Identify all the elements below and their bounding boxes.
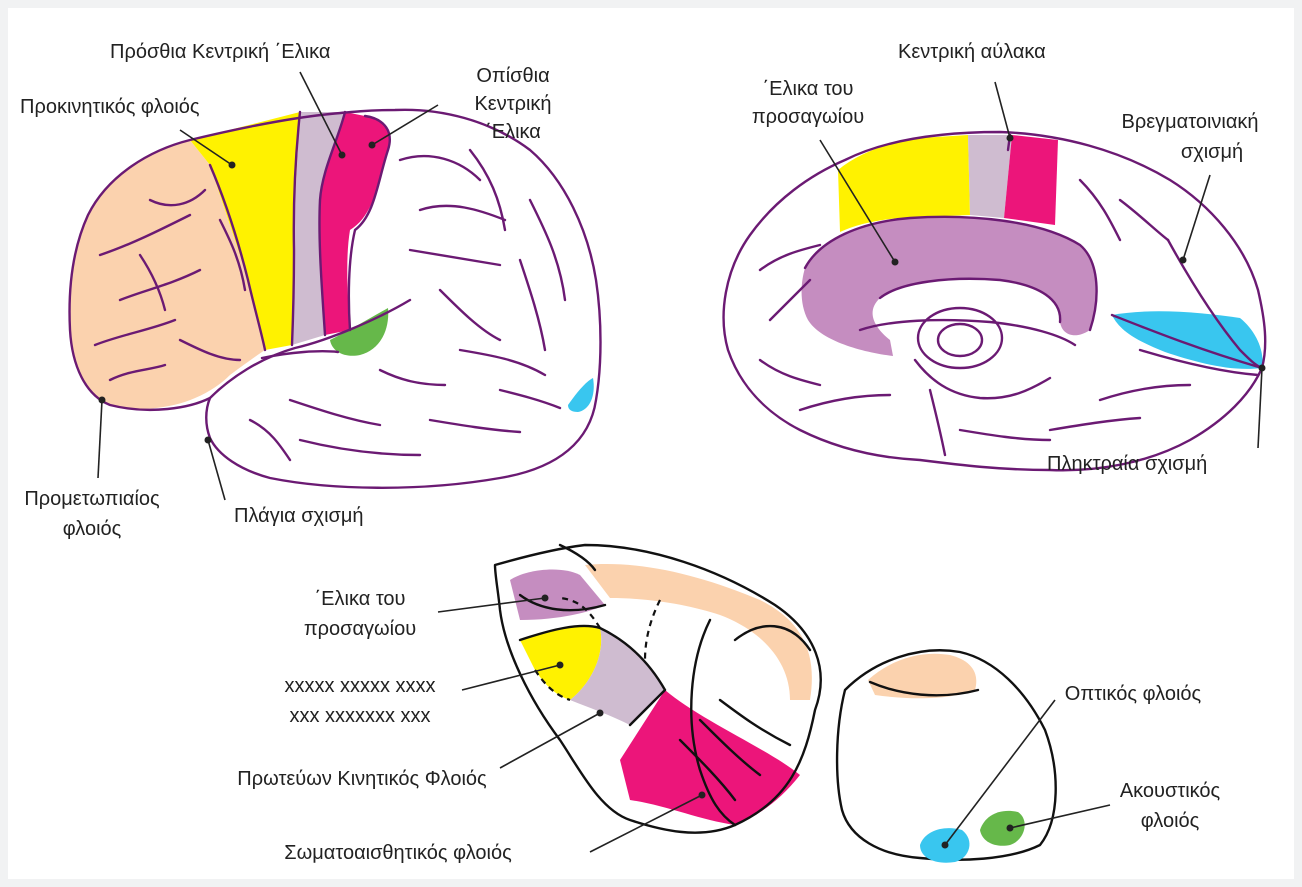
label-postcentral-2: Κεντρική — [474, 93, 551, 115]
label-premotor-cortex: Προκινητικός φλοιός — [20, 96, 200, 118]
label-parieto-occipital-2: σχισμή — [1181, 141, 1243, 163]
label-placeholder-1: xxxxx xxxxx xxxx — [284, 675, 435, 697]
label-calcarine-sulcus: Πληκτραία σχισμή — [1047, 453, 1207, 475]
label-postcentral-1: Οπίσθια — [476, 65, 549, 87]
schematic-cingulate — [510, 570, 605, 620]
label-auditory-2: φλοιός — [1141, 810, 1200, 832]
leader-line — [1258, 368, 1262, 448]
leader-dot — [1007, 825, 1014, 832]
leader-dot — [369, 142, 376, 149]
schematic-view — [495, 545, 1056, 863]
medial-somato-region — [1004, 135, 1058, 225]
leader-line — [995, 82, 1010, 138]
label-precentral-gyrus: Πρόσθια Κεντρική ΄Ελικα — [110, 41, 330, 63]
label-primary-motor: Πρωτεύων Κινητικός Φλοιός — [237, 768, 487, 790]
sulcus-line — [918, 308, 1002, 368]
leader-dot — [1180, 257, 1187, 264]
leader-dot — [339, 152, 346, 159]
label-placeholder-2: xxx xxxxxxx xxx — [289, 705, 430, 727]
label-parieto-occipital-1: Βρεγματοινιακή — [1121, 111, 1258, 133]
visual-region — [568, 378, 594, 412]
sulcus-line — [915, 360, 1050, 398]
sulcus-line — [938, 324, 982, 356]
label-postcentral-3: ΄Ελικα — [485, 121, 541, 143]
label-cingulate-2: προσαγωίου — [752, 106, 864, 128]
label-prefrontal-2: φλοιός — [63, 518, 122, 540]
leader-line — [500, 713, 600, 768]
leader-line — [1183, 175, 1210, 260]
label-somatosensory: Σωματοαισθητικός φλοιός — [284, 842, 512, 864]
leader-dot — [205, 437, 212, 444]
sulcus-line — [262, 351, 338, 358]
leader-line — [590, 795, 702, 852]
leader-dot — [542, 595, 549, 602]
label-cingulate-b-1: ΄Ελικα του — [315, 588, 406, 610]
label-cingulate-b-2: προσαγωίου — [304, 618, 416, 640]
schematic-occipital-prefrontal — [868, 654, 976, 699]
medial-brain-view — [724, 132, 1266, 470]
schematic-somato — [620, 690, 800, 825]
label-central-sulcus: Κεντρική αύλακα — [898, 41, 1046, 63]
leader-dot — [99, 397, 106, 404]
leader-dot — [597, 710, 604, 717]
schematic-auditory — [980, 811, 1025, 846]
leader-dot — [942, 842, 949, 849]
leader-dot — [557, 662, 564, 669]
leader-line — [1010, 805, 1110, 828]
leader-dot — [892, 259, 899, 266]
label-visual-cortex: Οπτικός φλοιός — [1065, 683, 1202, 705]
sulcus-line — [930, 390, 945, 455]
leader-line — [98, 400, 102, 478]
label-auditory-1: Ακουστικός — [1120, 780, 1221, 802]
leader-dot — [229, 162, 236, 169]
lateral-brain-view — [70, 110, 601, 488]
label-cingulate-1: ΄Ελικα του — [763, 78, 854, 100]
label-prefrontal-1: Προμετωπιαίος — [24, 488, 160, 510]
leader-dot — [1259, 365, 1266, 372]
leader-dot — [699, 792, 706, 799]
label-lateral-sulcus: Πλάγια σχισμή — [234, 505, 364, 527]
leader-dot — [1007, 135, 1014, 142]
